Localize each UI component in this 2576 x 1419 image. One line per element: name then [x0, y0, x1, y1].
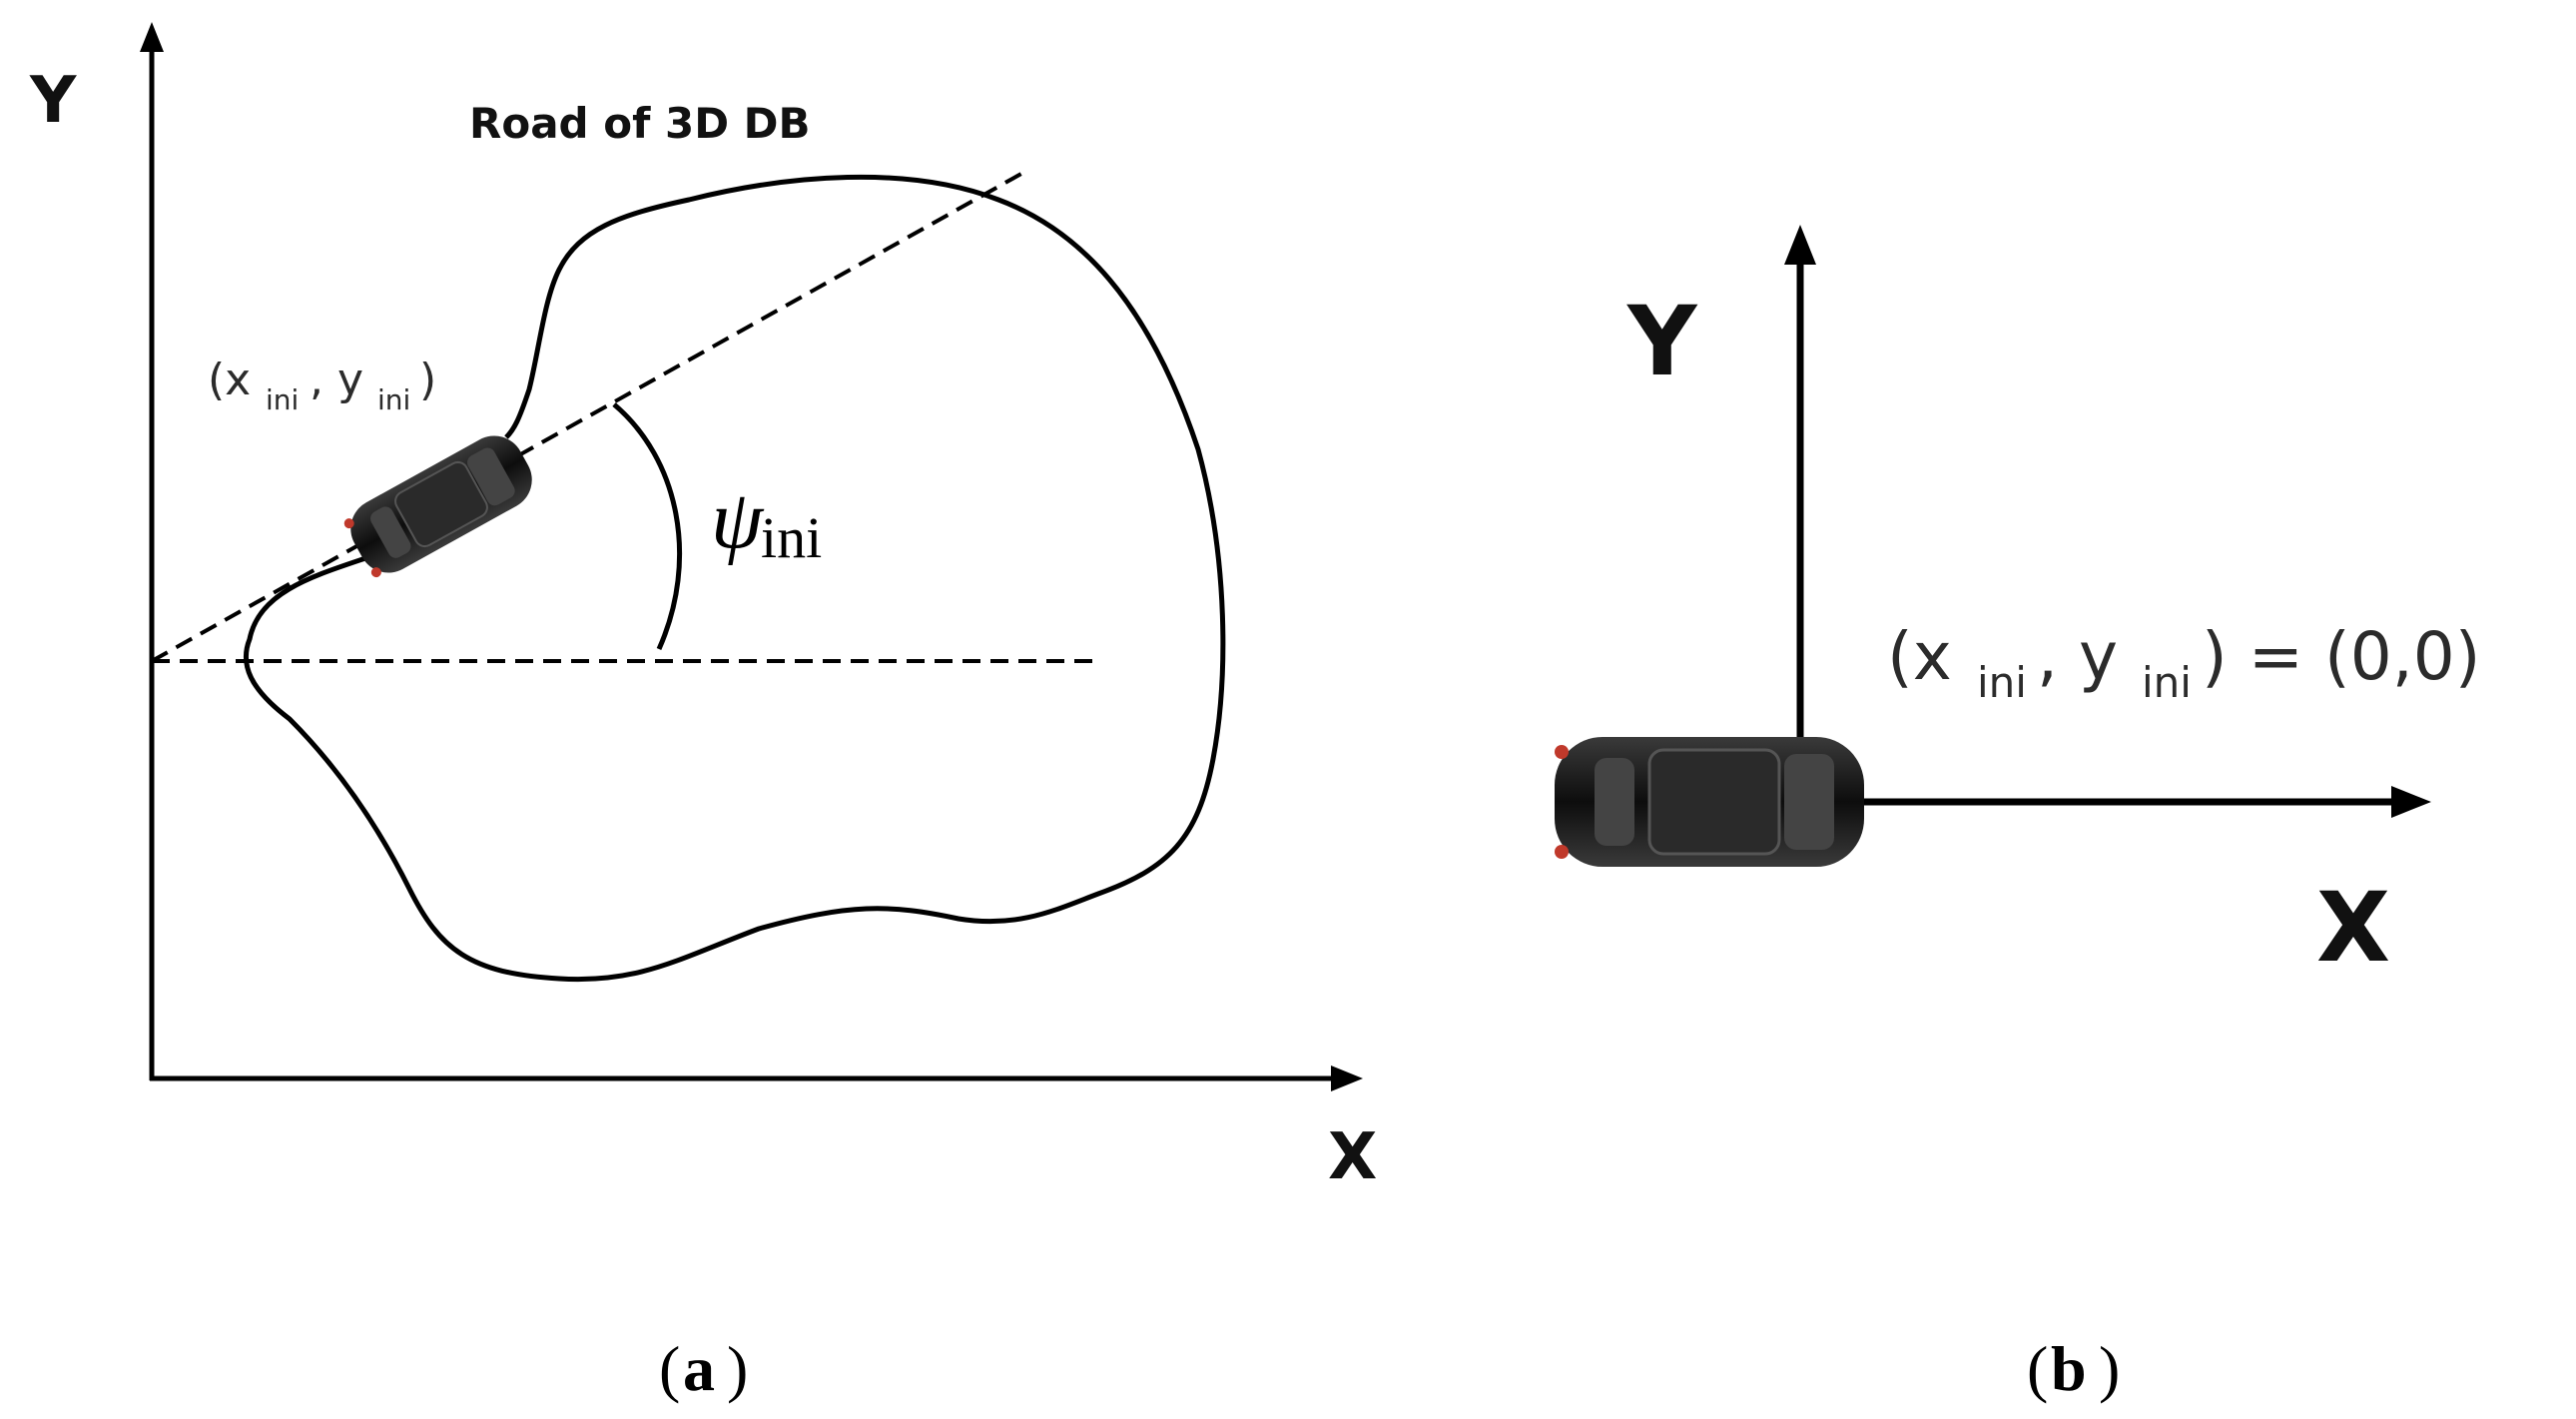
angle-symbol: ψ — [711, 473, 765, 566]
panel-a-y-axis — [140, 22, 164, 1080]
angle-arc — [612, 402, 683, 651]
caption-a-letter: a — [683, 1333, 715, 1404]
coord-b-sub-y: ini — [2142, 658, 2192, 707]
coord-b-close: ) = (0,0) — [2202, 618, 2480, 695]
caption-a-open: ( — [659, 1333, 680, 1404]
coord-b-sub-x: ini — [1977, 658, 2027, 707]
panel-a: Y X ψ ini Road of 3D DB (x ini , y ini ) — [29, 22, 1377, 1404]
panel-a-y-axis-label: Y — [29, 64, 77, 138]
panel-b-initial-position-label: (x ini , y ini ) = (0,0) — [1887, 618, 2480, 707]
caption-b-close: ) — [2099, 1333, 2120, 1404]
panel-a-initial-position-label: (x ini , y ini ) — [208, 355, 436, 416]
panel-b: Y X (x ini , y ini ) = (0,0) ( b ) — [1555, 225, 2480, 1404]
caption-b-open: ( — [2027, 1333, 2048, 1404]
coord-sub-x: ini — [266, 383, 299, 416]
coord-sub-y: ini — [377, 383, 410, 416]
road-label: Road of 3D DB — [469, 99, 811, 148]
caption-b-letter: b — [2051, 1333, 2087, 1404]
panel-b-y-axis — [1784, 225, 1816, 804]
panel-a-x-axis-label: X — [1328, 1120, 1377, 1194]
car-icon — [343, 435, 532, 578]
panel-a-x-axis — [150, 1065, 1363, 1091]
panel-b-x-axis — [1797, 786, 2431, 818]
coord-open: (x — [208, 355, 251, 405]
panel-b-caption: ( b ) — [2027, 1333, 2120, 1404]
panel-b-y-axis-label: Y — [1626, 286, 1698, 397]
panel-b-x-axis-label: X — [2316, 872, 2390, 984]
angle-subscript: ini — [761, 505, 822, 570]
panel-a-caption: ( a ) — [659, 1333, 748, 1404]
car-icon — [1555, 737, 1864, 867]
road-outline — [243, 174, 1226, 983]
coord-close: ) — [419, 355, 436, 405]
coord-sep: , y — [310, 355, 363, 405]
caption-a-close: ) — [727, 1333, 748, 1404]
coord-b-sep: , y — [2037, 618, 2118, 695]
coord-b-open: (x — [1887, 618, 1952, 695]
